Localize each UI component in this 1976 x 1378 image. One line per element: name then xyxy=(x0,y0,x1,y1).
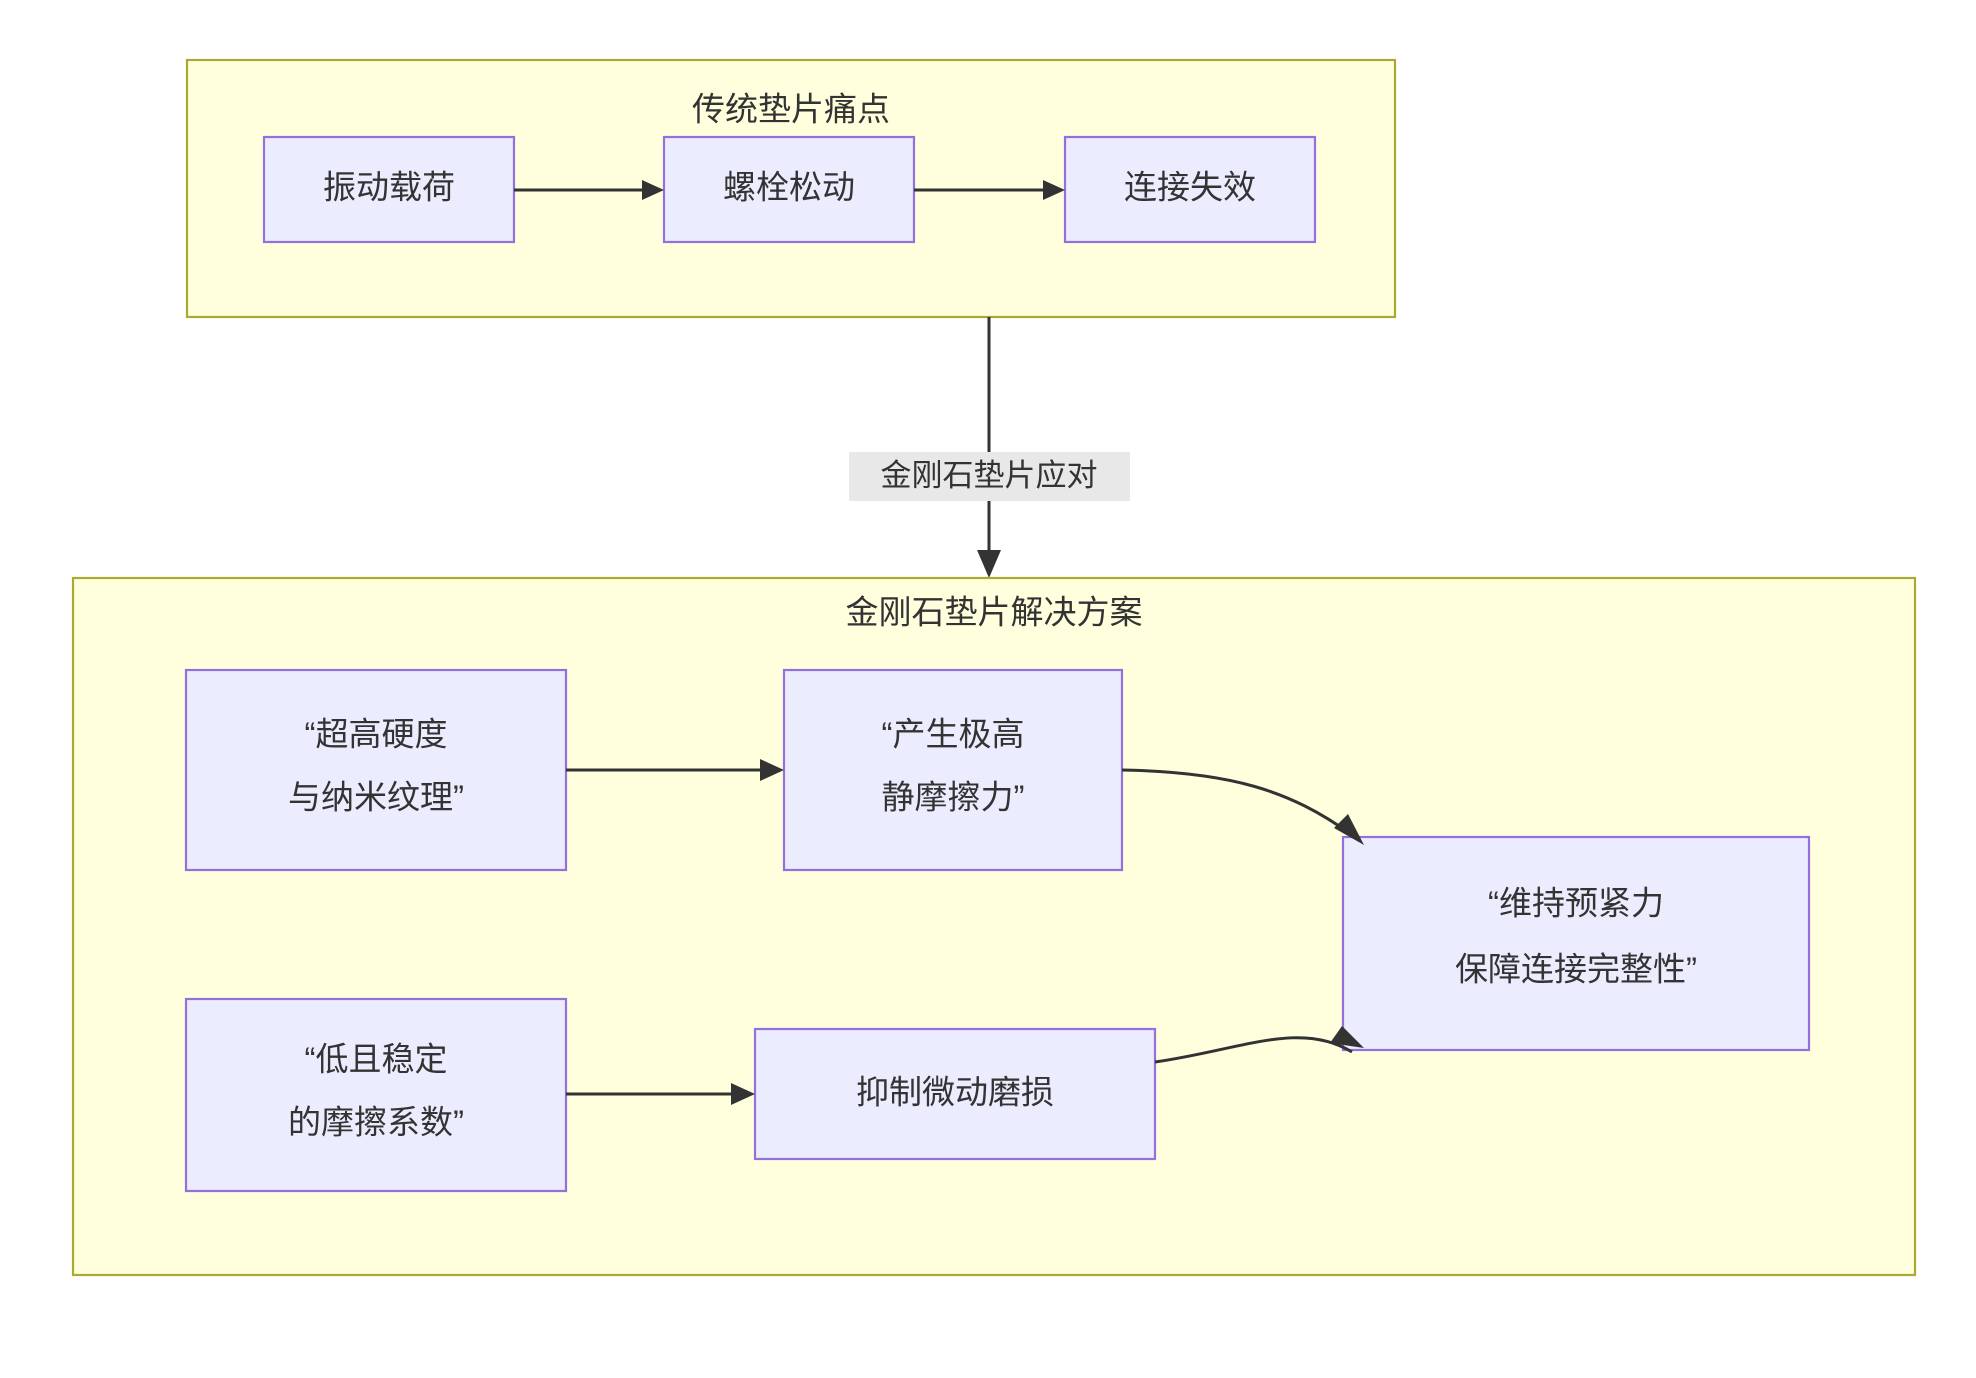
node-maintain-preload[interactable]: “维持预紧力 保障连接完整性” xyxy=(1341,835,1811,1052)
node-ultra-hardness-line1: “超高硬度 xyxy=(305,716,448,753)
edge-friction-to-preload-curve xyxy=(1121,768,1353,837)
node-ultra-hardness-box[interactable] xyxy=(184,668,568,872)
edge-hardness-to-friction-arrowhead xyxy=(760,759,784,781)
node-suppress-fretting[interactable]: 抑制微动磨损 xyxy=(753,1027,1157,1161)
node-ultra-hardness-line2: 与纳米纹理” xyxy=(288,779,464,816)
node-joint-failure-box[interactable] xyxy=(1063,135,1317,244)
edge-cof-to-fretting-arrowhead xyxy=(731,1083,755,1105)
node-vibration-load-label: 振动载荷 xyxy=(323,169,455,206)
edge-vibration-to-bolt xyxy=(514,180,664,200)
node-joint-failure[interactable]: 连接失效 xyxy=(1063,135,1317,244)
edge-painpoints-to-solution-label-bg xyxy=(849,452,1130,501)
node-high-static-friction-line2: 静摩擦力” xyxy=(882,779,1025,816)
node-high-static-friction-line1: “产生极高 xyxy=(882,716,1025,753)
edge-friction-to-preload xyxy=(1121,768,1364,845)
node-low-stable-cof-line2: 的摩擦系数” xyxy=(288,1104,464,1141)
edge-fretting-to-preload xyxy=(1154,1026,1364,1064)
edge-bolt-to-failure xyxy=(914,180,1065,200)
cluster-solution-title: 金刚石垫片解决方案 xyxy=(846,594,1143,631)
cluster-pain-points-title: 传统垫片痛点 xyxy=(692,91,890,128)
node-vibration-load-box[interactable] xyxy=(262,135,516,244)
node-high-static-friction-box[interactable] xyxy=(782,668,1124,872)
node-vibration-load[interactable]: 振动载荷 xyxy=(262,135,516,244)
node-low-stable-cof-line1: “低且稳定 xyxy=(305,1041,448,1078)
edge-friction-to-preload-arrowhead xyxy=(1334,814,1364,845)
edge-vibration-to-bolt-arrowhead xyxy=(642,180,664,200)
node-joint-failure-label: 连接失效 xyxy=(1124,169,1256,206)
node-ultra-hardness[interactable]: “超高硬度 与纳米纹理” xyxy=(184,668,568,872)
edge-bolt-to-failure-arrowhead xyxy=(1043,180,1065,200)
edge-cof-to-fretting xyxy=(566,1083,755,1105)
edge-painpoints-to-solution: 金刚石垫片应对 xyxy=(849,317,1130,578)
edge-painpoints-to-solution-arrowhead xyxy=(977,550,1001,578)
node-low-stable-cof-box[interactable] xyxy=(184,997,568,1193)
node-bolt-loosening[interactable]: 螺栓松动 xyxy=(662,135,916,244)
node-bolt-loosening-label: 螺栓松动 xyxy=(723,169,855,206)
node-bolt-loosening-box[interactable] xyxy=(662,135,916,244)
edge-painpoints-to-solution-label: 金刚石垫片应对 xyxy=(881,458,1098,493)
node-low-stable-cof[interactable]: “低且稳定 的摩擦系数” xyxy=(184,997,568,1193)
node-maintain-preload-line1: “维持预紧力 xyxy=(1488,885,1664,922)
edge-hardness-to-friction xyxy=(566,759,784,781)
node-maintain-preload-box[interactable] xyxy=(1341,835,1811,1052)
node-suppress-fretting-label: 抑制微动磨损 xyxy=(856,1074,1054,1111)
edge-fretting-to-preload-arrowhead xyxy=(1330,1026,1364,1048)
node-high-static-friction[interactable]: “产生极高 静摩擦力” xyxy=(782,668,1124,872)
node-maintain-preload-line2: 保障连接完整性” xyxy=(1455,951,1697,988)
